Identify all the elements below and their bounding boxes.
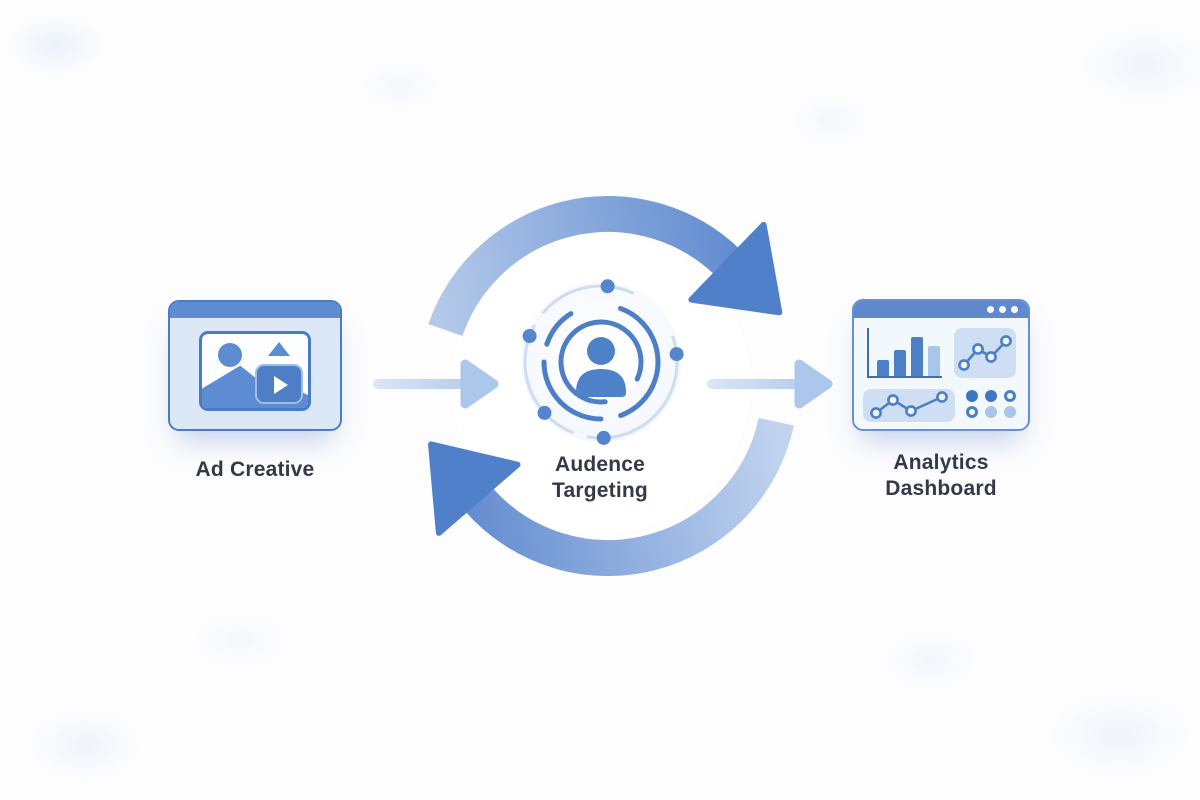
window-control-dot [1011,306,1018,313]
arrowhead-right-icon [460,359,499,409]
analytics-dashboard-label: Analytics Dashboard [831,450,1051,502]
play-button-icon [255,364,303,404]
ad-creative-card [168,300,342,431]
cycle-arrowhead-bottom-icon [428,441,521,536]
image-sun-icon [218,343,242,367]
analytics-dashboard-label-line2: Dashboard [885,477,997,500]
ad-creative-media-window-icon [199,331,311,411]
ad-creative-label: Ad Creative [195,458,315,481]
analytics-dashboard-card [852,299,1030,431]
line-chart-point [1000,335,1012,347]
audience-targeting-label-line1: Audence [554,453,646,476]
mini-line-chart-panel-bottom [863,389,955,422]
arrow-audience-to-analytics [707,359,833,409]
cycle-arrow-bottom [428,417,794,576]
target-outer-ring [523,284,679,440]
audience-target-person-icon [521,279,684,445]
line-chart-point [887,394,899,406]
audience-targeting-label-line2: Targeting [552,479,648,502]
analytics-dashboard-label-line1: Analytics [893,451,989,474]
line-chart-line [962,339,1008,367]
line-chart-point [972,343,984,355]
line-chart-line [874,395,944,415]
image-triangle-icon [268,342,290,356]
mini-line-chart-panel-top [954,328,1016,378]
arrowhead-right-icon [794,359,833,409]
cycle-arrow-top [428,196,783,337]
line-chart-point [958,359,970,371]
window-control-dot [999,306,1006,313]
grid-dot [966,406,979,418]
grid-dot [984,390,997,402]
play-triangle-icon [274,376,288,394]
window-control-dot [987,306,994,313]
person-silhouette-icon [576,337,626,397]
browser-topbar [854,301,1028,318]
browser-topbar [170,302,340,318]
grid-dot [1003,406,1016,418]
arrow-ad-to-audience [373,359,499,409]
bar [911,337,923,376]
line-chart-point [985,351,997,363]
grid-dot [966,390,979,402]
grid-dot [1003,390,1016,402]
mini-bar-chart [867,328,942,378]
bar [928,346,940,376]
line-chart-point [905,405,917,417]
grid-dot [984,406,997,418]
line-chart-point [936,391,948,403]
orbit-dots [522,279,684,445]
target-middle-ring [541,302,661,422]
cycle-arrowhead-top-icon [688,221,783,316]
audience-targeting-label: Audence Targeting [490,452,710,504]
dot-grid-widget [963,388,1019,420]
line-chart-point [870,407,882,419]
bar [894,350,906,376]
bar [877,360,889,376]
